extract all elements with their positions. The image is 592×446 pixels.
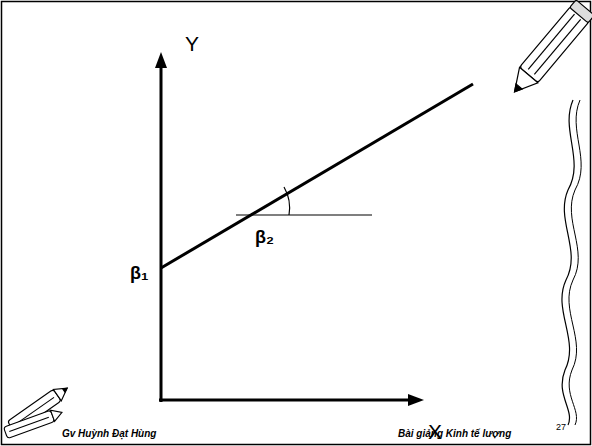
regression-line bbox=[161, 84, 473, 268]
pencil-icon bbox=[4, 407, 64, 439]
pencil-icon bbox=[505, 0, 592, 100]
intercept-label: β₁ bbox=[130, 264, 148, 284]
y-arrowhead bbox=[155, 52, 167, 68]
horizontal-reference bbox=[236, 214, 372, 215]
wavy-line bbox=[562, 100, 574, 425]
y-axis bbox=[160, 66, 163, 402]
footer-course: Bài giảng Kinh tế lượng bbox=[398, 428, 511, 439]
angle-arc bbox=[284, 187, 290, 215]
slope-label: β₂ bbox=[255, 228, 274, 248]
footer-author: Gv Huỳnh Đạt Hùng bbox=[62, 428, 156, 439]
x-arrowhead bbox=[408, 394, 424, 406]
x-axis bbox=[159, 399, 410, 402]
page-number: 27 bbox=[556, 423, 566, 433]
axis-label: Y bbox=[185, 32, 199, 55]
wavy-line bbox=[569, 100, 581, 425]
